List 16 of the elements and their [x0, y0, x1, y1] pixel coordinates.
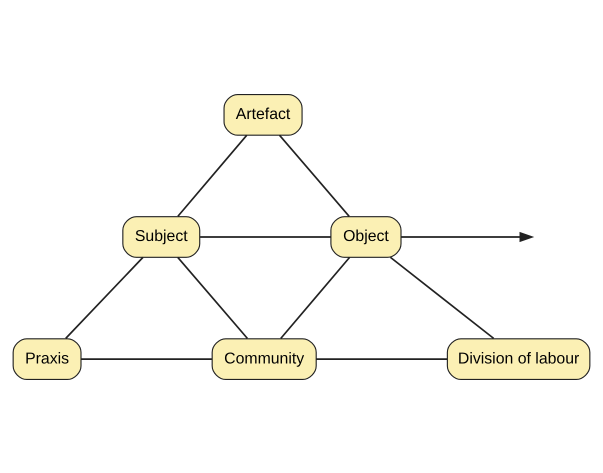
connector — [177, 134, 248, 216]
connector — [280, 256, 350, 338]
connector — [390, 256, 494, 339]
node-box: Subject — [122, 216, 200, 258]
connector — [81, 358, 212, 360]
connector — [278, 134, 350, 216]
connector — [65, 256, 144, 338]
connector — [316, 358, 448, 360]
node-box: Division of labour — [446, 338, 590, 380]
node-box: Artefact — [223, 93, 303, 136]
connector — [177, 256, 248, 338]
node-box: Praxis — [12, 338, 82, 380]
node-box: Object — [330, 216, 402, 258]
arrow — [401, 231, 534, 242]
connector — [200, 236, 331, 238]
node-box: Community — [212, 338, 317, 380]
